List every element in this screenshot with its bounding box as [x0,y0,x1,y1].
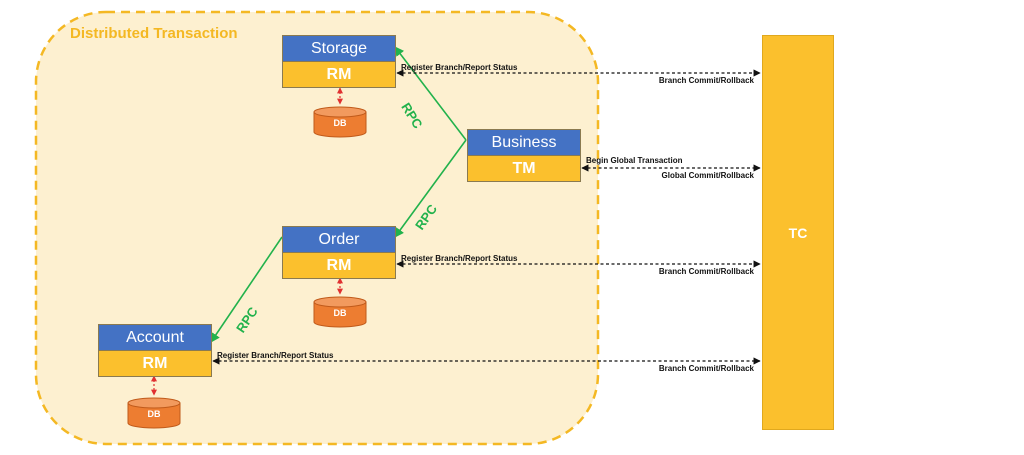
service-storage-role: RM [283,61,395,87]
db-label-order: DB [333,308,347,318]
msg-branch-order: Branch Commit/Rollback [658,267,754,276]
db-cylinder-account [127,397,181,429]
service-business: Business TM [467,129,581,182]
service-account: Account RM [98,324,212,377]
msg-register-order: Register Branch/Report Status [401,254,518,263]
service-business-role: TM [468,155,580,181]
region-title: Distributed Transaction [70,25,238,42]
service-account-name: Account [99,325,211,350]
service-storage-name: Storage [283,36,395,61]
msg-global-commit: Global Commit/Rollback [661,171,754,180]
db-label-account: DB [147,409,161,419]
msg-branch-storage: Branch Commit/Rollback [658,76,754,85]
service-order-name: Order [283,227,395,252]
msg-begin-global: Begin Global Transaction [586,156,683,165]
rpc-link-business-storage [394,46,467,141]
db-cylinder-order [313,296,367,328]
db-cylinder-storage [313,106,367,138]
service-order: Order RM [282,226,396,279]
service-storage: Storage RM [282,35,396,88]
msg-branch-account: Branch Commit/Rollback [658,364,754,373]
service-account-role: RM [99,350,211,376]
transaction-coordinator: TC [762,35,834,430]
rpc-link-order-account [210,236,283,343]
db-label-storage: DB [333,118,347,128]
msg-register-account: Register Branch/Report Status [217,351,334,360]
msg-register-storage: Register Branch/Report Status [401,63,518,72]
service-order-role: RM [283,252,395,278]
rpc-link-business-order [394,139,467,238]
service-business-name: Business [468,130,580,155]
